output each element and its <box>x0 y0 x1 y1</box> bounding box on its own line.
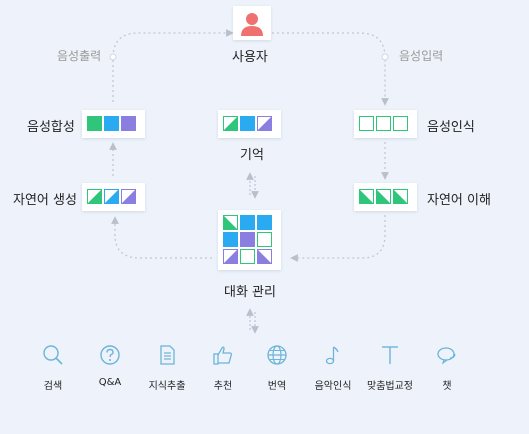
dialog-to-generation-connector <box>111 216 212 259</box>
service-label: 번역 <box>267 381 287 392</box>
memory-node <box>218 110 281 138</box>
service-label: Q&A <box>98 377 122 388</box>
tile-blue <box>240 116 255 131</box>
speech-input-label: 음성입력 <box>399 49 444 63</box>
service-label: 지식추출 <box>148 381 186 392</box>
tile-green-outline <box>257 232 272 247</box>
thumbs-up-icon <box>213 346 232 365</box>
user-node <box>233 6 271 40</box>
tile-purple-triangle <box>257 249 272 264</box>
nl-generation-label: 자연어 생성 <box>13 193 77 208</box>
tile-blue <box>223 232 238 247</box>
music-note-icon <box>325 346 339 365</box>
globe-icon <box>267 345 287 365</box>
tile-green-outline <box>393 116 408 131</box>
service-recommendation[interactable]: 추천 <box>193 343 253 392</box>
tile-green <box>87 116 102 131</box>
question-icon <box>100 345 120 365</box>
speech-output-label: 음성출력 <box>57 49 102 63</box>
tile-green-triangle <box>376 189 391 204</box>
search-icon <box>43 345 63 365</box>
speech-synthesis-node <box>82 110 145 138</box>
tile-green-triangle <box>393 189 408 204</box>
understanding-to-dialog-connector <box>290 215 386 262</box>
tile-green-triangle <box>223 215 238 230</box>
service-translation[interactable]: 번역 <box>247 343 307 392</box>
nl-understanding-label: 자연어 이해 <box>427 193 491 208</box>
speech-recognition-label: 음성인식 <box>427 120 475 135</box>
document-icon <box>160 345 175 365</box>
dialog-management-label: 대화 관리 <box>224 285 276 300</box>
service-music-recognition[interactable]: 음악인식 <box>303 343 363 392</box>
speech-recognition-node <box>354 110 417 138</box>
tile-purple <box>121 116 136 131</box>
tile-purple-triangle <box>223 249 238 264</box>
tile-blue <box>104 116 119 131</box>
tile-green-outline <box>240 249 255 264</box>
tile-green-triangle <box>223 116 238 131</box>
tile-blue <box>240 215 255 230</box>
service-label: 검색 <box>43 381 63 392</box>
service-label: 챗 <box>442 381 452 392</box>
dialog-management-node <box>218 210 281 270</box>
user-icon <box>241 13 263 36</box>
chat-bubble-icon <box>437 347 456 365</box>
service-chat[interactable]: 챗 <box>417 343 477 392</box>
service-label: 맞춤법교정 <box>367 381 413 392</box>
memory-label: 기억 <box>240 148 264 163</box>
speech-synthesis-label: 음성합성 <box>27 120 75 135</box>
tile-blue-triangle <box>104 189 119 204</box>
tile-purple <box>240 232 255 247</box>
tile-green-outline <box>376 116 391 131</box>
tile-green-outline <box>359 116 374 131</box>
service-spell-check[interactable]: 맞춤법교정 <box>360 343 420 392</box>
service-label: 음악인식 <box>314 381 352 392</box>
user-label: 사용자 <box>232 50 268 65</box>
tile-purple-triangle <box>257 116 272 131</box>
tile-purple-triangle <box>121 189 136 204</box>
speech-input-node-dot <box>381 53 389 61</box>
tile-green-triangle <box>359 189 374 204</box>
speech-input-connector <box>272 32 389 106</box>
tile-green-triangle <box>87 189 102 204</box>
speech-output-connector <box>112 29 234 102</box>
speech-output-node-dot <box>109 53 117 61</box>
nl-understanding-node <box>354 183 417 211</box>
nl-generation-node <box>82 183 145 211</box>
service-knowledge-extraction[interactable]: 지식추출 <box>137 343 197 392</box>
service-search[interactable]: 검색 <box>23 343 83 392</box>
service-qa[interactable]: Q&A <box>80 343 140 388</box>
text-icon <box>382 346 398 364</box>
service-label: 추천 <box>213 381 233 392</box>
tile-blue <box>257 215 272 230</box>
